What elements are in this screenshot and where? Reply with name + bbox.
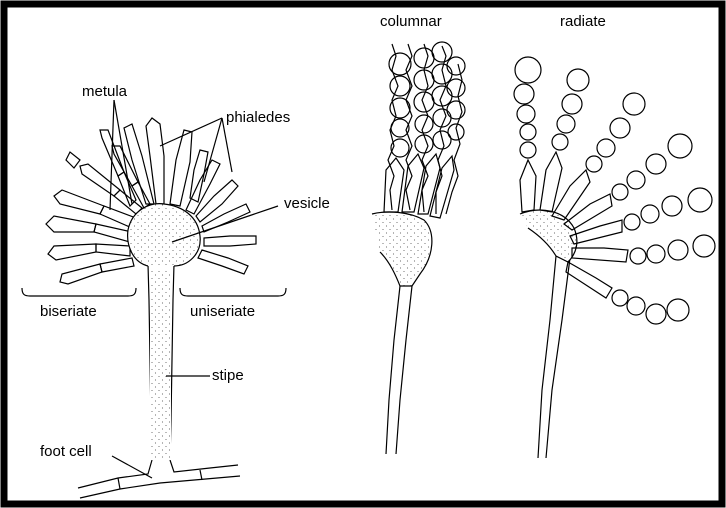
label-radiate: radiate bbox=[560, 13, 606, 30]
label-foot-cell: foot cell bbox=[40, 443, 92, 460]
label-stipe: stipe bbox=[212, 367, 244, 384]
stipe-fill bbox=[150, 270, 171, 460]
label-uniseriate: uniseriate bbox=[190, 303, 255, 320]
label-metula: metula bbox=[82, 83, 128, 100]
label-vesicle: vesicle bbox=[284, 195, 330, 212]
label-biseriate: biseriate bbox=[40, 303, 97, 320]
label-phialedes: phialedes bbox=[226, 109, 290, 126]
label-columnar: columnar bbox=[380, 13, 442, 30]
